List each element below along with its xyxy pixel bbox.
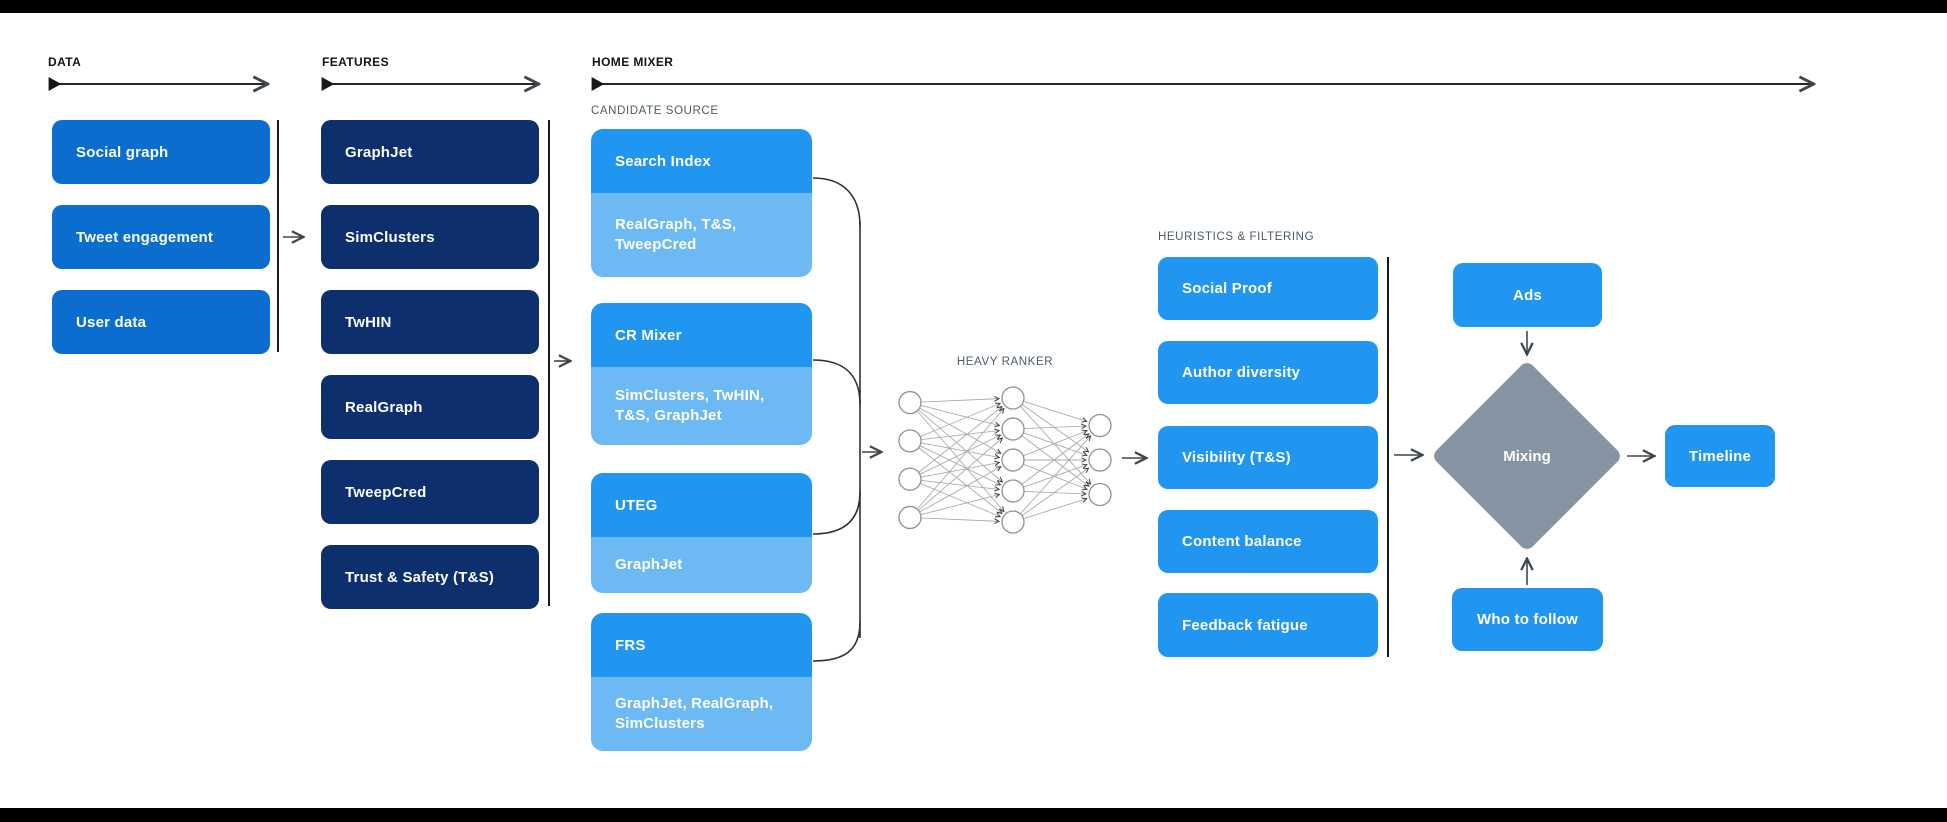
feature-box-graphjet: GraphJet: [321, 120, 539, 184]
feature-box-simclusters: SimClusters: [321, 205, 539, 269]
candidate-box-cr-mixer: CR Mixer SimClusters, TwHIN, T&S, GraphJ…: [591, 303, 812, 445]
candidate-title: CR Mixer: [591, 303, 812, 367]
uteg-connector: [812, 491, 861, 535]
candidate-sub: RealGraph, T&S, TweepCred: [591, 193, 812, 277]
data-section-header: DATA: [48, 55, 82, 69]
candidate-box-search-index: Search Index RealGraph, T&S, TweepCred: [591, 129, 812, 277]
feature-box-tweepcred: TweepCred: [321, 460, 539, 524]
who-to-follow-box: Who to follow: [1452, 588, 1603, 651]
feature-box-twhin: TwHIN: [321, 290, 539, 354]
ads-box: Ads: [1453, 263, 1602, 327]
candidate-title: Search Index: [591, 129, 812, 193]
feature-box-realgraph: RealGraph: [321, 375, 539, 439]
data-box-user-data: User data: [52, 290, 270, 354]
cr-mixer-connector: [812, 359, 861, 405]
data-box-tweet-engagement: Tweet engagement: [52, 205, 270, 269]
home-mixer-section-header: HOME MIXER: [592, 55, 674, 69]
mixing-diamond-label: Mixing: [1503, 447, 1551, 465]
candidate-title: FRS: [591, 613, 812, 677]
heuristic-box-content-balance: Content balance: [1158, 510, 1378, 573]
bottom-letterbox-bar: [0, 808, 1947, 822]
heuristic-box-social-proof: Social Proof: [1158, 257, 1378, 320]
candidate-box-uteg: UTEG GraphJet: [591, 473, 812, 593]
feature-box-trust-safety: Trust & Safety (T&S): [321, 545, 539, 609]
heavy-ranker-label: HEAVY RANKER: [956, 356, 1054, 368]
top-letterbox-bar: [0, 0, 1947, 13]
timeline-box: Timeline: [1665, 425, 1775, 487]
candidate-sub: GraphJet, RealGraph, SimClusters: [591, 677, 812, 751]
data-box-social-graph: Social graph: [52, 120, 270, 184]
heuristic-box-visibility: Visibility (T&S): [1158, 426, 1378, 489]
features-section-header: FEATURES: [322, 55, 389, 69]
candidate-sub: GraphJet: [591, 537, 812, 593]
frs-connector: [812, 621, 861, 662]
candidate-box-frs: FRS GraphJet, RealGraph, SimClusters: [591, 613, 812, 751]
search-index-connector: [812, 177, 861, 227]
heuristic-box-author-diversity: Author diversity: [1158, 341, 1378, 404]
heuristics-label: HEURISTICS & FILTERING: [1158, 231, 1315, 243]
candidate-title: UTEG: [591, 473, 812, 537]
heuristic-box-feedback-fatigue: Feedback fatigue: [1158, 593, 1378, 657]
heavy-ranker-network: [898, 386, 1112, 534]
candidate-sub: SimClusters, TwHIN, T&S, GraphJet: [591, 367, 812, 445]
candidate-source-label: CANDIDATE SOURCE: [591, 105, 719, 117]
